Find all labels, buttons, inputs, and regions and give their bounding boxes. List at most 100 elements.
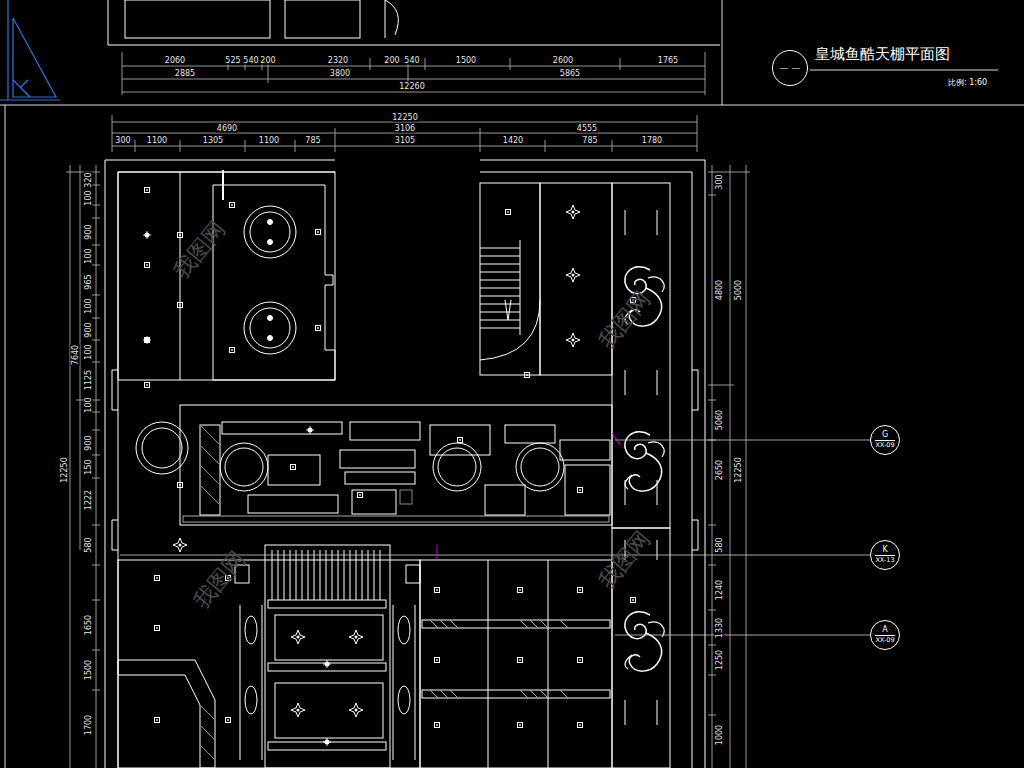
drawing-title: 皇城鱼酷天棚平面图: [815, 45, 950, 63]
central-band: [505, 425, 555, 443]
dimension-text: 785: [581, 136, 598, 145]
main-dimension-lines: [66, 172, 100, 690]
north-triangle: [13, 80, 30, 97]
central-band: [485, 485, 525, 515]
dimension-text: 4690: [216, 124, 238, 133]
central-band: [225, 448, 263, 486]
dimension-text: 1250: [715, 649, 724, 671]
building-walls: [480, 172, 692, 768]
lower-area: [398, 686, 410, 714]
dimension-text: 3106: [394, 124, 416, 133]
ceiling-fixtures: [506, 210, 511, 215]
main-dimension-lines: [112, 146, 697, 147]
ceiling-fixtures: [566, 268, 580, 282]
central-band: [521, 448, 559, 486]
ceiling-fixtures: [178, 233, 183, 238]
central-band: [400, 490, 412, 504]
sheet-ref: XX-09: [875, 635, 894, 644]
main-dimension-lines: [70, 165, 71, 768]
title-bubble: — —: [772, 50, 808, 86]
upper-floor-fragment: [108, 0, 109, 45]
central-band: [340, 450, 415, 468]
central-band: [200, 425, 220, 505]
main-dimension-lines: [112, 122, 697, 123]
dimension-text: 2885: [174, 69, 196, 78]
ceiling-fixtures: [291, 465, 296, 470]
dimension-text: 580: [715, 536, 724, 553]
ceiling-fixtures: [323, 738, 331, 746]
stair-and-right-rooms: [540, 183, 612, 375]
sheet-ref: XX-13: [875, 555, 894, 564]
top-left-room: [268, 336, 273, 341]
dimension-text: 1500: [455, 56, 477, 65]
dimension-text: 5865: [559, 69, 581, 78]
ceiling-fixtures: [625, 612, 664, 671]
central-band: [433, 443, 481, 491]
building-walls: [105, 160, 335, 768]
ceiling-fixtures: [435, 588, 440, 593]
ceiling-fixtures: [316, 230, 321, 235]
main-dimension-lines: [96, 165, 97, 768]
top-left-room: [222, 170, 224, 200]
watermark: 我图网: [594, 286, 656, 354]
dimension-text: 965: [84, 273, 93, 290]
north-triangle: [13, 18, 56, 97]
north-triangle: [7, 0, 8, 100]
lower-area: [488, 560, 548, 768]
dimension-text: 1305: [202, 136, 224, 145]
ceiling-fixtures: [518, 723, 523, 728]
lower-area: [275, 615, 383, 660]
dimension-text: 1780: [641, 136, 663, 145]
dimension-text: 300: [715, 173, 724, 190]
title-mark: — —: [780, 64, 801, 73]
central-band: [200, 425, 220, 515]
ceiling-fixtures: [316, 326, 321, 331]
dimension-text: 900: [84, 223, 93, 240]
dimension-text: 4800: [715, 279, 724, 301]
top-left-room: [250, 212, 290, 252]
main-dimension-lines: [746, 165, 747, 768]
top-left-room: [118, 170, 335, 380]
ceiling-fixtures: [178, 303, 183, 308]
dimension-text: 100: [84, 297, 93, 314]
north-triangle: [0, 99, 60, 100]
section-axis-lines: [120, 433, 870, 635]
ceiling-fixtures: [358, 493, 363, 498]
upper-floor-fragment: [285, 0, 360, 38]
lower-area: [118, 560, 420, 768]
ceiling-fixtures: [349, 630, 363, 644]
upper-floor-fragment: [108, 0, 720, 45]
ceiling-fixtures: [143, 336, 151, 344]
ceiling-fixtures: [230, 348, 235, 353]
stair-and-right-rooms: [505, 300, 511, 320]
central-band: [350, 422, 420, 440]
central-band: [136, 405, 612, 525]
ceiling-fixtures: [578, 488, 583, 493]
ceiling-fixtures: [230, 203, 235, 208]
stair-and-right-rooms: [480, 183, 540, 375]
dimension-text: 785: [304, 136, 321, 145]
top-left-room: [244, 302, 296, 354]
upper-dimension-lines: [122, 79, 705, 80]
axis-bubble: GXX-09: [870, 425, 900, 455]
lower-area: [422, 620, 610, 628]
ceiling-fixtures: [625, 432, 664, 491]
axis-letter: G: [882, 431, 888, 439]
lower-area: [240, 605, 415, 760]
lower-area: [200, 705, 215, 760]
main-dimension-lines: [712, 165, 713, 768]
main-dimension-lines: [730, 165, 731, 768]
central-band: [565, 465, 610, 515]
dimension-text: 1100: [258, 136, 280, 145]
building-walls: [118, 172, 335, 768]
lower-area: [422, 690, 610, 698]
lower-area: [268, 600, 386, 608]
axis-letter: A: [882, 626, 887, 634]
ceiling-fixtures: [435, 723, 440, 728]
dimension-text: 1765: [657, 56, 679, 65]
dimension-text: 580: [84, 536, 93, 553]
ceiling-fixtures: [143, 188, 664, 747]
upper-dimension-lines: [122, 52, 705, 95]
